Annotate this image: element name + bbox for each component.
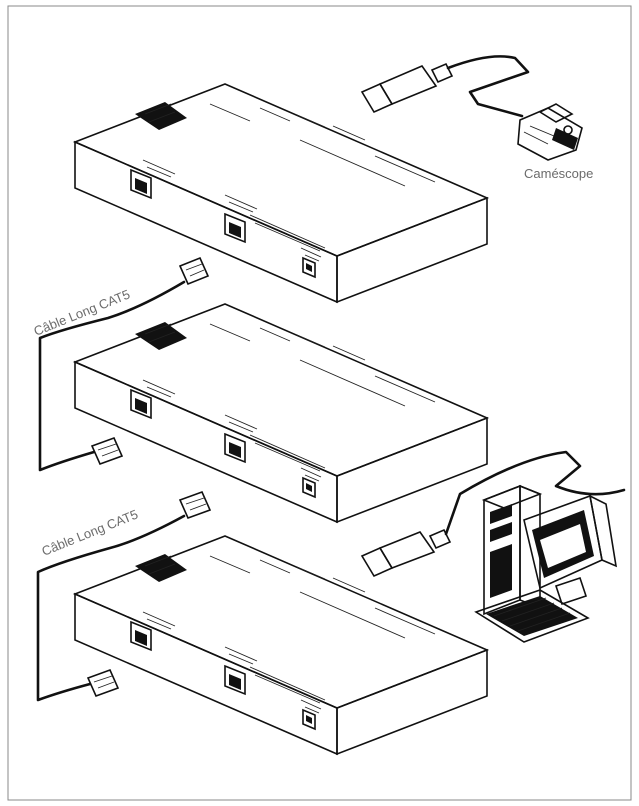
extender-unit-middle: [74, 303, 488, 523]
computer-keyboard-icon: [474, 589, 590, 643]
cable-label-top: Câble Long CAT5: [32, 287, 133, 339]
computer-tower-icon: [481, 484, 543, 616]
extender-unit-bottom: [74, 535, 488, 755]
cat5-cable-upper: [38, 280, 186, 472]
cat5-connector-top-b-icon: [90, 436, 124, 466]
usb-cable-computer: [444, 450, 626, 536]
usb-cable-camcorder: [446, 55, 530, 118]
usb-plug-top-icon: [360, 62, 454, 114]
cat5-cable-lower: [36, 514, 186, 702]
computer-monitor-icon: [523, 494, 618, 606]
cat5-connector-mid-b-icon: [86, 668, 120, 698]
extender-unit-top: [74, 83, 488, 303]
cable-label-bottom: Câble Long CAT5: [40, 507, 141, 559]
usb-plug-bottom-icon: [360, 528, 452, 578]
camcorder-label: Caméscope: [524, 166, 593, 181]
cat5-connector-top-a-icon: [178, 256, 210, 286]
cat5-connector-mid-a-icon: [178, 490, 212, 520]
diagram-frame: [7, 5, 632, 801]
camcorder-icon: [517, 103, 583, 161]
